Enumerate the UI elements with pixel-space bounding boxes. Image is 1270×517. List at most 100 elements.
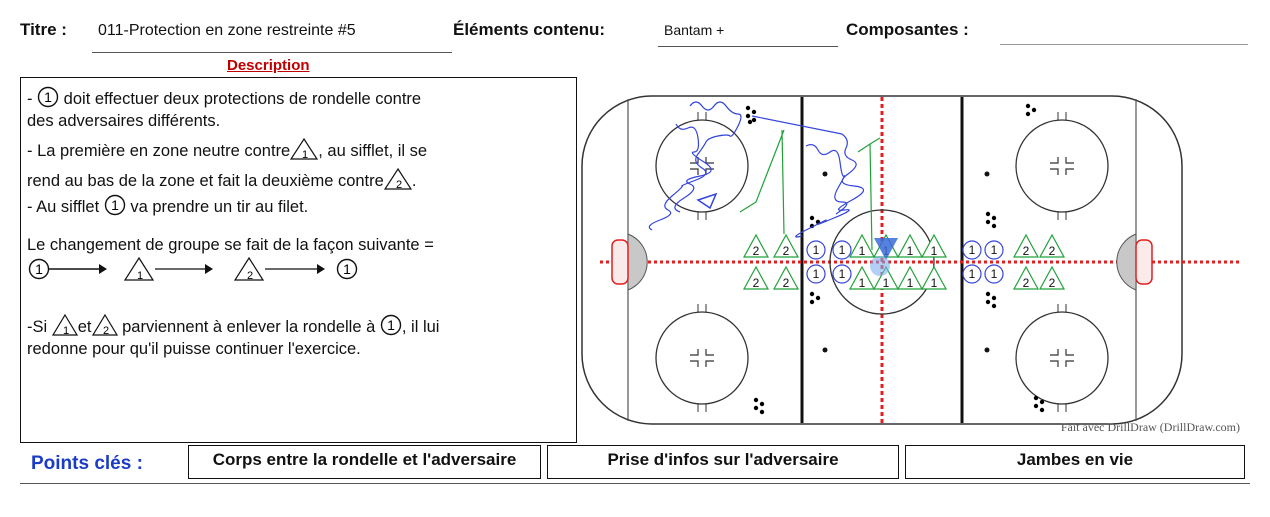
player-circle-icon: 1 <box>380 314 402 336</box>
components-field[interactable] <box>1000 18 1248 45</box>
svg-text:1: 1 <box>883 276 890 290</box>
svg-text:2: 2 <box>396 179 402 190</box>
player-marker: 1 <box>984 240 1004 260</box>
puck-clusters <box>745 103 1045 415</box>
desc-line-4: rend au bas de la zone et fait la deuxiè… <box>27 167 570 192</box>
rink-surface <box>581 95 1242 425</box>
svg-text:1: 1 <box>931 244 938 258</box>
opponent-triangle-icon: 2 <box>91 313 118 337</box>
skating-paths <box>648 101 881 251</box>
center-logo <box>870 238 898 276</box>
components-label: Composantes : <box>846 20 969 39</box>
faceoff-circle <box>655 112 749 220</box>
desc-line-2: des adversaires différents. <box>27 112 221 130</box>
rink-diagram: 221111222211112211111111 Fait avec Drill… <box>581 95 1242 434</box>
svg-text:2: 2 <box>783 276 790 290</box>
elements-value: Bantam + <box>664 22 725 38</box>
opponent-triangle-icon: 2 <box>383 167 412 191</box>
key-point-3: Jambes en vie <box>905 445 1245 479</box>
faceoff-circle <box>1015 304 1109 412</box>
opponent-marker: 1 <box>896 233 924 258</box>
player-marker: 1 <box>806 264 826 284</box>
opponent-marker: 2 <box>742 233 770 258</box>
svg-text:2: 2 <box>753 244 760 258</box>
player-marker: 1 <box>962 264 982 284</box>
svg-text:1: 1 <box>969 267 976 281</box>
desc-line-5: - Au sifflet 1 va prendre un tir au file… <box>27 194 570 218</box>
svg-text:2: 2 <box>102 325 108 336</box>
svg-text:1: 1 <box>969 243 976 257</box>
svg-text:1: 1 <box>63 325 69 336</box>
opponent-marker: 2 <box>1038 233 1066 258</box>
svg-text:2: 2 <box>247 270 253 282</box>
opponent-marker: 2 <box>1012 233 1040 258</box>
title-value: 011-Protection en zone restreinte #5 <box>98 22 356 39</box>
opponent-marker: 2 <box>742 265 770 290</box>
svg-text:1: 1 <box>859 276 866 290</box>
opponent-marker: 1 <box>896 265 924 290</box>
opponent-marker: 1 <box>920 265 948 290</box>
player-marker: 1 <box>984 264 1004 284</box>
svg-text:1: 1 <box>343 261 351 277</box>
players-formation: 221111222211112211111111 <box>742 233 1066 290</box>
opponent-marker: 1 <box>848 233 876 258</box>
player-circle-icon: 1 <box>37 86 59 108</box>
svg-text:2: 2 <box>1049 244 1056 258</box>
opponent-marker: 2 <box>772 265 800 290</box>
svg-text:2: 2 <box>753 276 760 290</box>
opponent-marker: 1 <box>920 233 948 258</box>
rotation-sequence: 1 1 2 1 <box>27 256 570 288</box>
svg-text:1: 1 <box>991 243 998 257</box>
opponent-marker: 2 <box>772 233 800 258</box>
player-marker: 1 <box>806 240 826 260</box>
opponent-marker: 1 <box>872 265 900 290</box>
opponent-triangle-icon: 1 <box>290 137 319 161</box>
svg-text:1: 1 <box>859 244 866 258</box>
key-point-1: Corps entre la rondelle et l'adversaire <box>188 445 541 479</box>
elements-field[interactable]: Bantam + <box>658 18 838 47</box>
faceoff-circles <box>655 112 1109 412</box>
faceoff-circle <box>1015 112 1109 220</box>
description-heading: Description <box>227 57 310 74</box>
svg-text:1: 1 <box>813 243 820 257</box>
svg-text:1: 1 <box>839 267 846 281</box>
player-marker: 1 <box>832 240 852 260</box>
svg-text:1: 1 <box>302 149 308 160</box>
player-circle-icon: 1 <box>104 194 125 216</box>
opponent-triangle-icon: 1 <box>51 313 78 337</box>
svg-text:2: 2 <box>1023 276 1030 290</box>
svg-text:2: 2 <box>1023 244 1030 258</box>
svg-text:1: 1 <box>907 276 914 290</box>
key-point-2: Prise d'infos sur l'adversaire <box>547 445 899 479</box>
title-field[interactable]: 011-Protection en zone restreinte #5 <box>92 18 452 53</box>
faceoff-circle <box>655 304 749 412</box>
svg-text:1: 1 <box>387 317 395 333</box>
svg-text:2: 2 <box>783 244 790 258</box>
bottom-divider <box>20 483 1250 484</box>
description-box: - 1 doit effectuer deux protections de r… <box>20 77 577 443</box>
desc-line-6: Le changement de groupe se fait de la fa… <box>27 236 434 254</box>
opponent-marker: 2 <box>1038 265 1066 290</box>
svg-text:1: 1 <box>137 270 143 282</box>
svg-text:1: 1 <box>839 243 846 257</box>
svg-text:1: 1 <box>907 244 914 258</box>
svg-text:2: 2 <box>1049 276 1056 290</box>
svg-text:1: 1 <box>44 89 52 105</box>
rotation-sequence-diagram: 1 1 2 1 <box>28 256 358 282</box>
svg-text:1: 1 <box>35 261 43 277</box>
key-points-label: Points clés : <box>31 453 143 474</box>
desc-line-1: - 1 doit effectuer deux protections de r… <box>27 86 570 110</box>
elements-label: Éléments contenu: <box>453 20 606 39</box>
desc-line-8: redonne pour qu'il puisse continuer l'ex… <box>27 340 361 358</box>
opponent-marker: 1 <box>848 265 876 290</box>
player-marker: 1 <box>832 264 852 284</box>
svg-text:1: 1 <box>991 267 998 281</box>
neutral-zone-dots <box>822 171 990 353</box>
title-label: Titre : <box>20 20 67 39</box>
svg-text:1: 1 <box>111 197 119 213</box>
player-marker: 1 <box>962 240 982 260</box>
svg-text:1: 1 <box>931 276 938 290</box>
opponent-marker: 2 <box>1012 265 1040 290</box>
